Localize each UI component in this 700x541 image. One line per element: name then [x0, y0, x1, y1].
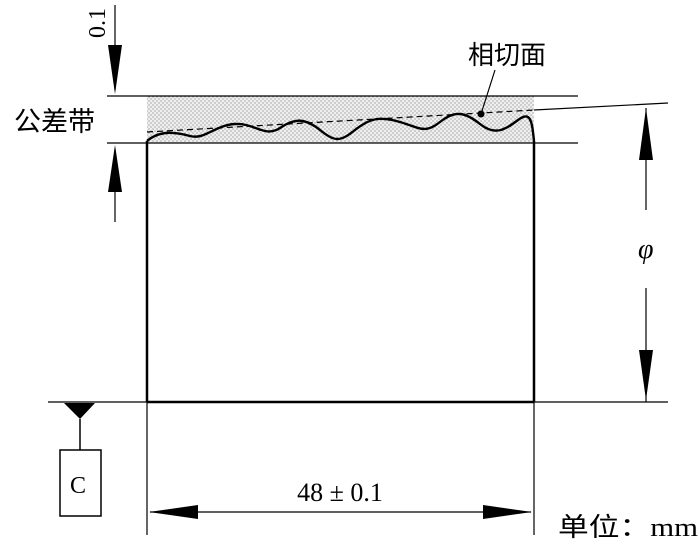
phi-dim-top-arrow — [639, 108, 653, 160]
tolerance-zone-label: 公差带 — [14, 107, 95, 137]
tolerance-zone-band — [147, 96, 534, 143]
unit-label: 单位：mm — [558, 513, 698, 541]
tol-dim-upper-arrow — [108, 45, 122, 94]
tolerance-value-label: 0.1 — [85, 8, 111, 38]
tangent-plane-line — [146, 109, 535, 133]
phi-dim-bottom-arrow — [639, 350, 653, 400]
datum-box — [59, 449, 102, 517]
width-dim-right-arrow — [483, 505, 532, 519]
tangent-leader-line — [480, 69, 496, 115]
width-dimension-label: 48 ± 0.1 — [297, 478, 383, 507]
datum-triangle — [64, 403, 95, 419]
tangent-extension-line — [533, 102, 669, 111]
datum-letter: C — [70, 473, 86, 499]
width-dim-left-arrow — [149, 505, 198, 519]
tol-dim-lower-arrow — [108, 145, 122, 192]
tangent-plane-label: 相切面 — [468, 41, 546, 70]
phi-label: φ — [638, 234, 654, 265]
